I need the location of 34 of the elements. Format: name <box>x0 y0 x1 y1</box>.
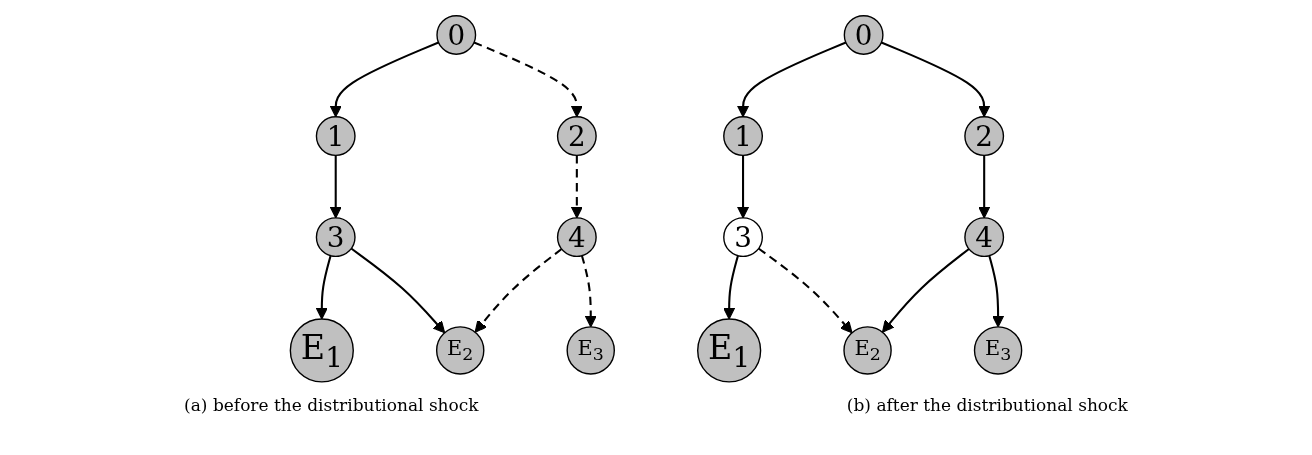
arrow <box>881 40 991 117</box>
node-circle: E$_{3}$ <box>566 325 615 375</box>
node-circle: E$_{1}$ <box>289 317 354 383</box>
arrow <box>978 154 991 218</box>
node-circle: E$_{3}$ <box>973 325 1023 375</box>
node-circle: E$_{1}$ <box>697 317 762 383</box>
arrow <box>329 154 342 218</box>
arrow <box>723 254 739 319</box>
node-circle: 1 <box>723 115 764 156</box>
arrow <box>474 247 563 333</box>
figure-caption: (a) before the distributional shock <box>184 395 479 415</box>
arrow <box>350 247 446 333</box>
node-circle: 3 <box>315 216 356 257</box>
arrow <box>988 254 1005 327</box>
node-circle: 1 <box>315 115 356 156</box>
arrow <box>580 254 597 327</box>
arrow <box>881 247 970 333</box>
node-circle: 3 <box>723 216 764 257</box>
node-circle: 2 <box>964 115 1005 156</box>
node-circle: 4 <box>964 216 1005 257</box>
arrow <box>570 154 583 218</box>
figure-caption: (b) after the distributional shock <box>846 395 1128 415</box>
arrow <box>473 40 583 117</box>
node-circle: 0 <box>843 14 884 55</box>
arrow <box>315 254 332 319</box>
node-circle: 4 <box>556 216 597 257</box>
node-circle: E$_{2}$ <box>435 325 485 375</box>
arrow <box>329 40 439 117</box>
arrow <box>758 247 853 333</box>
arrow <box>736 154 750 218</box>
node-circle: E$_{2}$ <box>843 325 892 375</box>
node-circle: 0 <box>436 14 477 55</box>
node-circle: 2 <box>556 115 597 156</box>
arrow <box>736 40 847 117</box>
